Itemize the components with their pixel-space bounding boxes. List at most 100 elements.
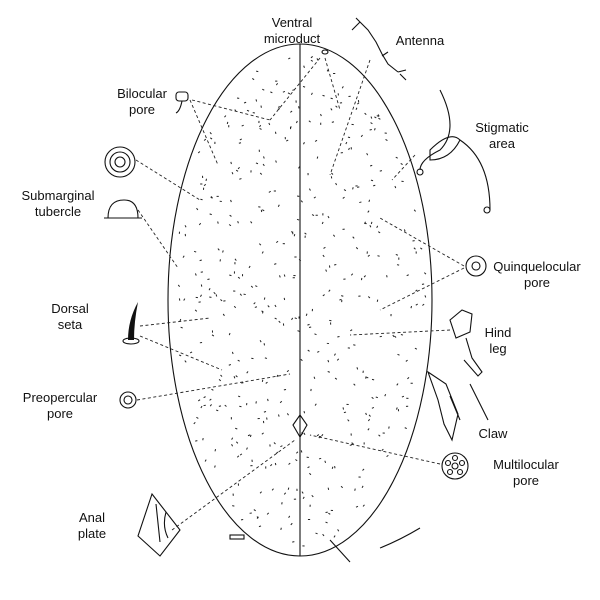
- pore-mark: [274, 263, 277, 265]
- label-claw: Claw: [479, 426, 509, 441]
- label-line: plate: [78, 526, 106, 541]
- pore-mark: [403, 229, 406, 232]
- label-bilocular-pore: Bilocular pore: [117, 86, 168, 117]
- pore-mark: [367, 254, 370, 257]
- quinquelocular-pore-icon: [465, 255, 487, 277]
- pore-mark: [298, 259, 302, 262]
- pore-mark: [224, 115, 227, 118]
- label-line: pore: [513, 473, 539, 488]
- pore-mark: [231, 444, 234, 447]
- pore-mark: [314, 403, 317, 406]
- pore-mark: [348, 147, 350, 151]
- pore-mark: [197, 151, 201, 154]
- pore-mark: [194, 273, 197, 276]
- pore-mark: [325, 521, 328, 524]
- pore-mark: [274, 317, 277, 320]
- pore-mark: [331, 121, 335, 123]
- pore-mark: [246, 109, 250, 112]
- pore-mark: [404, 427, 407, 430]
- pore-mark: [224, 404, 227, 407]
- pore-mark: [374, 116, 377, 119]
- submarginal-tubercle-icon: [104, 146, 142, 219]
- label-line: Claw: [479, 426, 509, 441]
- pore-mark: [261, 432, 264, 435]
- pore-mark: [290, 110, 293, 113]
- pore-mark: [359, 201, 362, 204]
- pore-mark: [283, 492, 287, 495]
- pore-mark: [377, 231, 381, 234]
- pore-mark: [307, 466, 310, 469]
- pore-mark: [396, 383, 399, 386]
- pore-mark: [316, 434, 320, 437]
- pore-mark: [362, 468, 365, 471]
- pore-mark: [327, 359, 330, 363]
- pore-mark: [422, 303, 425, 306]
- pore-mark: [230, 199, 232, 203]
- pore-mark: [370, 116, 373, 119]
- pore-mark: [211, 334, 215, 337]
- pore-mark: [237, 276, 241, 279]
- pore-mark: [325, 269, 327, 272]
- pore-mark: [193, 250, 197, 253]
- pore-mark: [392, 334, 395, 338]
- pore-mark: [287, 487, 290, 490]
- pore-mark: [323, 246, 326, 249]
- pore-mark: [355, 107, 358, 110]
- pore-mark: [214, 465, 216, 468]
- pore-mark: [179, 318, 182, 322]
- pore-mark: [300, 200, 303, 203]
- label-multilocular-pore: Multilocular pore: [493, 457, 559, 488]
- pore-mark: [352, 187, 354, 190]
- label-dorsal-seta: Dorsal seta: [51, 301, 89, 332]
- pore-mark: [184, 360, 187, 363]
- pore-mark: [205, 178, 208, 182]
- pore-mark: [296, 451, 299, 454]
- pore-mark: [258, 525, 262, 528]
- bilocular-pore-icon: [175, 91, 189, 114]
- pore-mark: [277, 204, 280, 207]
- pore-mark: [262, 163, 265, 167]
- pore-mark: [239, 178, 242, 180]
- pore-mark: [261, 251, 264, 254]
- pore-mark: [229, 274, 232, 277]
- pore-mark: [328, 512, 331, 515]
- pore-mark: [295, 120, 298, 124]
- pore-mark: [198, 222, 202, 226]
- pore-mark: [300, 450, 303, 453]
- pore-mark: [371, 378, 375, 381]
- pore-mark: [413, 247, 416, 250]
- pore-mark: [423, 272, 427, 275]
- pore-mark: [286, 369, 290, 373]
- pore-mark: [231, 351, 234, 355]
- pore-mark: [328, 289, 331, 292]
- pore-mark: [255, 162, 259, 165]
- pore-mark: [370, 179, 374, 182]
- label-line: Antenna: [396, 33, 445, 48]
- pore-mark: [415, 303, 418, 306]
- pore-mark: [413, 209, 416, 212]
- pore-mark: [222, 313, 225, 317]
- pore-mark: [199, 294, 202, 297]
- pore-mark: [199, 259, 202, 262]
- label-line: Hind: [485, 325, 512, 340]
- pore-mark: [335, 182, 338, 186]
- pore-mark: [357, 102, 360, 105]
- pore-mark: [177, 284, 181, 288]
- pore-mark: [267, 398, 269, 402]
- pore-mark: [356, 367, 359, 370]
- pore-mark: [355, 247, 359, 250]
- pore-mark: [368, 199, 371, 202]
- pore-mark: [374, 128, 376, 131]
- pore-mark: [352, 236, 355, 239]
- pore-mark: [406, 274, 409, 277]
- label-line: Multilocular: [493, 457, 559, 472]
- pore-mark: [377, 255, 380, 257]
- pore-mark: [255, 99, 258, 102]
- pore-mark: [194, 309, 198, 312]
- pore-mark: [381, 448, 384, 452]
- label-preopercular-pore: Preopercular pore: [23, 390, 98, 421]
- pore-mark: [231, 171, 234, 175]
- pore-mark: [337, 335, 340, 338]
- pore-mark: [200, 405, 203, 409]
